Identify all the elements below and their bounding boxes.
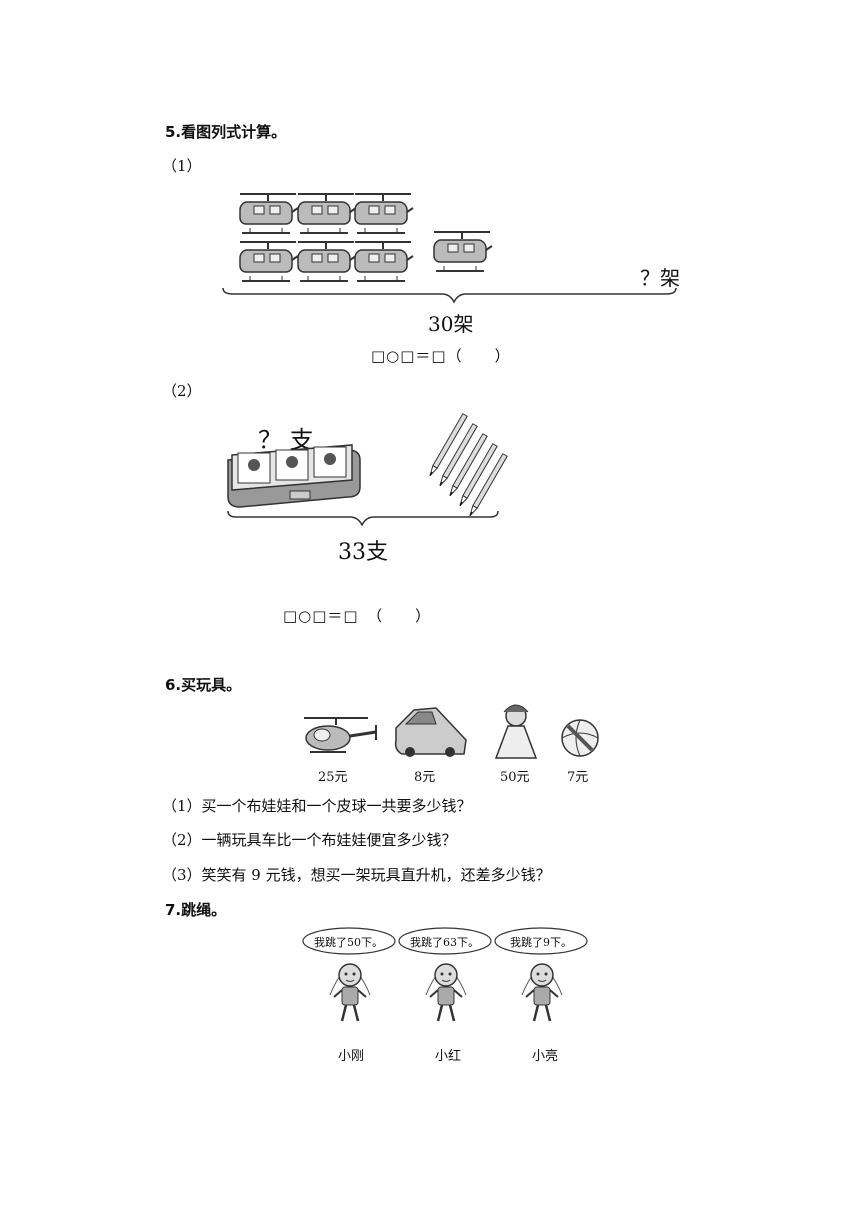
pencil-case-illustration [227, 413, 508, 527]
total-brace [222, 287, 677, 304]
helicopter-icon [353, 241, 414, 282]
kid-jumping-icon [521, 962, 563, 1023]
total-count-label: 33支 [338, 540, 388, 565]
ball-icon [561, 719, 599, 757]
helicopter-icon [353, 193, 414, 234]
kid-name: 小红 [435, 1049, 462, 1064]
toy-price-label: 7元 [567, 770, 589, 785]
doll-icon [494, 704, 538, 759]
question-3: （3）笑笑有 9 元钱，想买一架玩具直升机，还差多少钱？ [162, 866, 551, 884]
answer-formula: □○□＝□（ ） [371, 347, 511, 365]
jump-rope-illustration [302, 927, 588, 1023]
helicopter-icon [296, 193, 357, 234]
speech-text: 我跳了63下。 [410, 936, 479, 949]
speech-bubble [398, 927, 492, 955]
helicopter-icon [304, 717, 377, 753]
q5-part1-label: （1） [162, 157, 202, 175]
speech-text: 我跳了50下。 [314, 936, 383, 949]
helicopter-group-illustration [222, 193, 677, 304]
q5-part2-label: （2） [162, 382, 202, 400]
toy-price-illustration [304, 704, 599, 759]
speech-bubble [494, 927, 588, 955]
kid-name: 小刚 [338, 1049, 365, 1064]
total-count-label: 30架 [428, 312, 474, 336]
toy-price-label: 50元 [500, 770, 530, 785]
helicopter-icon [296, 241, 357, 282]
question-2: （2）一辆玩具车比一个布娃娃便宜多少钱？ [162, 831, 457, 849]
helicopter-icon [238, 193, 299, 234]
toy-car-icon [394, 707, 467, 757]
total-brace [227, 510, 499, 527]
toy-price-label: 25元 [318, 770, 348, 785]
kid-name: 小亮 [532, 1049, 559, 1064]
pencil-case-icon [227, 444, 361, 508]
q6-title: 6.买玩具。 [165, 676, 242, 694]
helicopter-icon [432, 231, 493, 272]
speech-bubble [302, 927, 396, 955]
q7-title: 7.跳绳。 [165, 901, 227, 919]
question-1: （1）买一个布娃娃和一个皮球一共要多少钱？ [162, 797, 472, 815]
unknown-count-label: ？架 [640, 266, 680, 290]
q5-title: 5.看图列式计算。 [165, 123, 287, 141]
helicopter-icon [238, 241, 299, 282]
toy-price-label: 8元 [414, 770, 436, 785]
answer-formula: □○□＝□ （ ） [283, 607, 432, 625]
kid-jumping-icon [329, 962, 371, 1023]
kid-jumping-icon [425, 962, 467, 1023]
speech-text: 我跳了9下。 [510, 936, 572, 949]
